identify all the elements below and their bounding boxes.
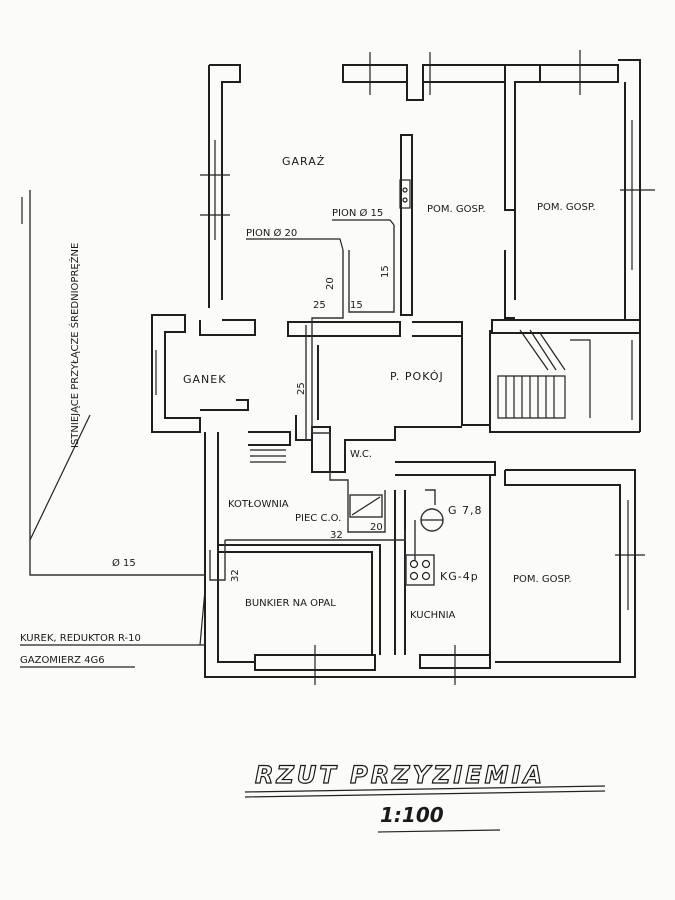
title-block: RZUT PRZYZIEMIA 1:100 (244, 760, 606, 833)
pipe-diameter-20-b: 20 (370, 522, 383, 533)
room-label-p-pokoj: P. POKÓJ (390, 370, 444, 383)
annotations: ISTNIEJĄCE PRZYŁĄCZE ŚREDNIOPRĘŻNE KUREK… (20, 243, 141, 666)
pipe-diameter-25-b: 25 (296, 382, 307, 395)
pipe-diameter-32-a: 32 (330, 530, 343, 541)
drawing-scale: 1:100 (380, 803, 444, 827)
walls (151, 50, 655, 685)
boiler-icon (349, 494, 383, 518)
room-label-garaz: GARAŻ (282, 155, 325, 168)
pipe-diameter-15-b: 15 (350, 300, 363, 311)
room-label-kuchnia: KUCHNIA (410, 610, 456, 621)
room-label-wc: W.C. (350, 449, 372, 460)
stove-label: KG-4p (440, 570, 479, 583)
room-label-pom-gosp-2: POM. GOSP. (537, 202, 596, 213)
valve-reducer-label: KUREK, REDUKTOR R-10 (20, 633, 141, 644)
boiler-label: PIEC C.O. (295, 513, 341, 524)
room-label-kotlownia: KOTŁOWNIA (228, 499, 289, 510)
existing-connection-label: ISTNIEJĄCE PRZYŁĄCZE ŚREDNIOPRĘŻNE (68, 243, 81, 448)
pipe-diameter-25-a: 25 (313, 300, 326, 311)
gas-stove-icon (405, 554, 435, 586)
room-label-pom-gosp-3: POM. GOSP. (513, 574, 572, 585)
pipe-diameter-32-b: 32 (230, 569, 241, 582)
gas-meter-type-label: GAZOMIERZ 4G6 (20, 655, 105, 666)
staircase (497, 329, 591, 419)
room-label-bunkier: BUNKIER NA OPAL (245, 598, 336, 609)
equipment-labels: PIEC C.O. G 7,8 KG-4p (295, 504, 483, 583)
external-connection (20, 190, 206, 668)
pipe-labels: PION Ø 20 PION Ø 15 20 15 25 15 25 20 32… (112, 207, 391, 582)
drawing-title: RZUT PRZYZIEMIA (255, 761, 545, 789)
room-label-ganek: GANEK (183, 373, 226, 386)
room-label-pom-gosp-1: POM. GOSP. (427, 204, 486, 215)
pipe-label-pion-15: PION Ø 15 (332, 207, 383, 219)
pipe-diameter-20-a: 20 (325, 277, 336, 290)
room-labels: GARAŻ POM. GOSP. POM. GOSP. GANEK P. POK… (183, 155, 596, 621)
piping (209, 179, 444, 586)
pipe-label-pion-20: PION Ø 20 (246, 227, 297, 239)
pipe-diameter-15-a: 15 (380, 265, 391, 278)
gas-meter-label: G 7,8 (448, 504, 483, 517)
pipe-diameter-15-c: Ø 15 (112, 557, 136, 569)
